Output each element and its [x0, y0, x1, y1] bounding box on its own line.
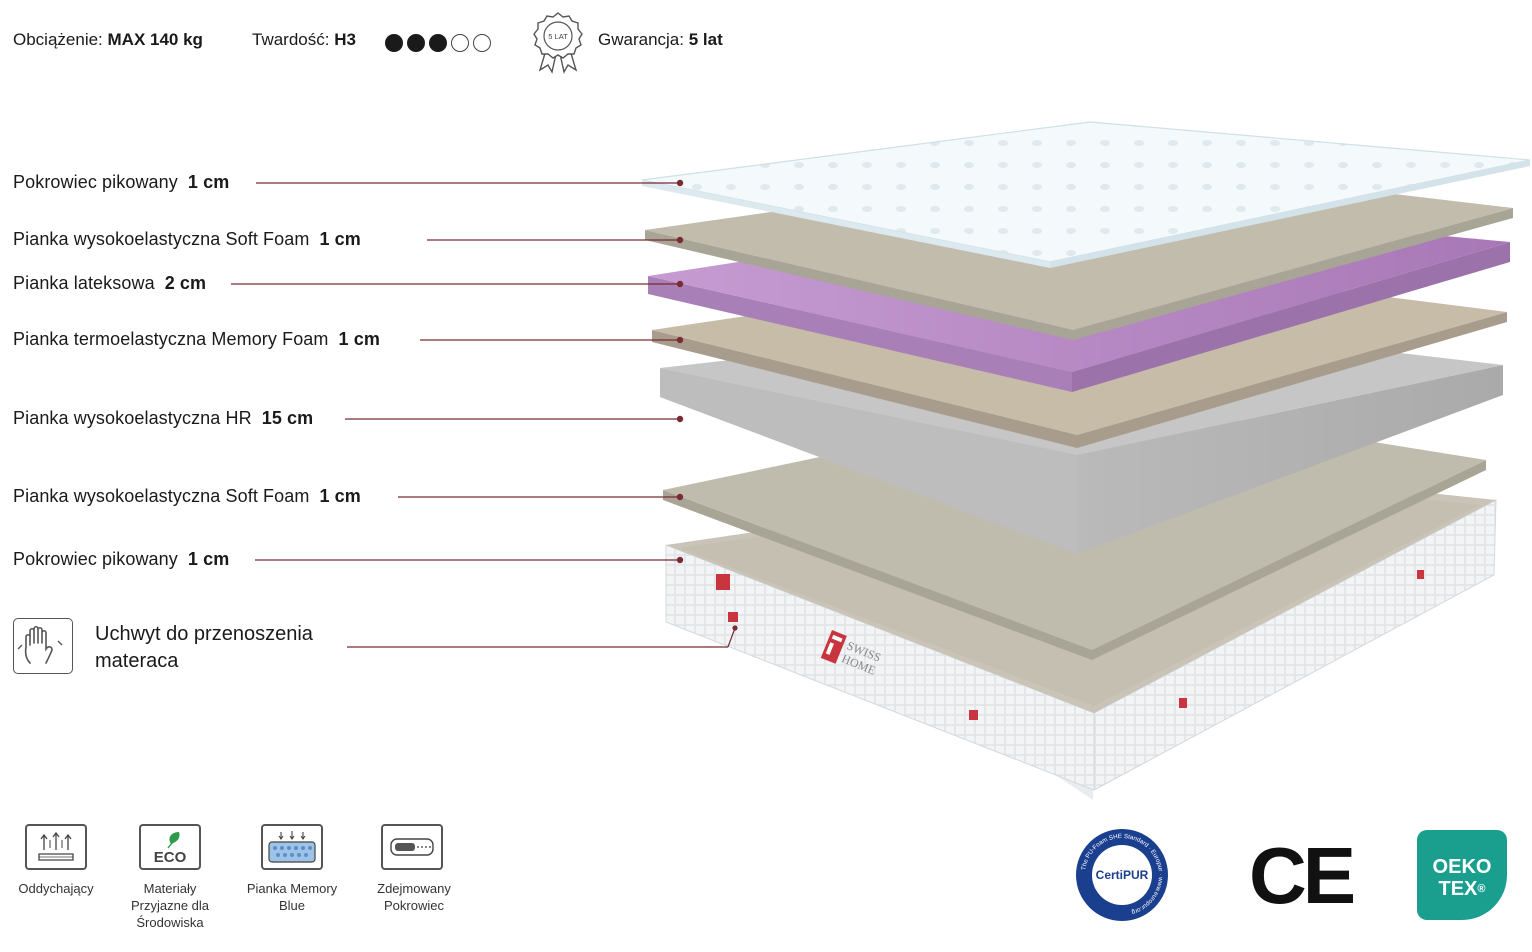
- firmness-dot: [429, 34, 447, 52]
- layer-label: Pokrowiec pikowany 1 cm: [13, 549, 229, 570]
- eco-icon: ECO: [139, 824, 201, 870]
- feature-label-breathable: Oddychający: [18, 881, 94, 896]
- certipur-logo: The PU-Foam SHE Standard · Europur · www…: [1075, 828, 1169, 922]
- load-label: Obciążenie:: [13, 30, 103, 49]
- oekotex-reg-mark: ®: [1477, 883, 1486, 895]
- layer-label: Pianka wysokoelastyczna Soft Foam 1 cm: [13, 486, 361, 507]
- hand-grip-icon: [13, 618, 73, 674]
- ce-mark: CE: [1249, 831, 1356, 920]
- firmness-spec: Twardość: H3: [252, 30, 356, 50]
- handle-line-2: materaca: [95, 650, 179, 672]
- firmness-label: Twardość:: [252, 30, 330, 49]
- feature-label-zipper: Zdejmowany Pokrowiec: [377, 881, 451, 913]
- layer-label: Pianka lateksowa 2 cm: [13, 273, 206, 294]
- firmness-dot: [451, 34, 469, 52]
- layer-name: Pianka wysokoelastyczna Soft Foam: [13, 229, 310, 249]
- warranty-value: 5 lat: [688, 30, 723, 49]
- layer-thickness: 1 cm: [319, 229, 361, 249]
- layer-thickness: 15 cm: [261, 408, 314, 428]
- layer-thickness: 2 cm: [164, 273, 207, 293]
- handle-line-1: Uchwyt do przenoszenia: [95, 623, 313, 645]
- leader-dot: [676, 179, 684, 187]
- leader-dot: [676, 415, 684, 423]
- memory-foam-icon: [261, 824, 323, 870]
- breathable-icon: [25, 824, 87, 870]
- zipper-icon: [381, 824, 443, 870]
- layer-name: Pianka wysokoelastyczna Soft Foam: [13, 486, 310, 506]
- layer-label: Pianka wysokoelastyczna Soft Foam 1 cm: [13, 229, 361, 250]
- firmness-dot: [473, 34, 491, 52]
- leader-dot: [676, 280, 684, 288]
- oekotex-line-1: OEKO: [1432, 856, 1492, 878]
- leader-dot: [676, 236, 684, 244]
- firmness-value: H3: [334, 30, 356, 49]
- layer-thickness: 1 cm: [187, 549, 230, 569]
- feature-label-memory: Pianka Memory Blue: [246, 881, 338, 913]
- layer-label: Pianka wysokoelastyczna HR 15 cm: [13, 408, 313, 429]
- load-spec: Obciążenie: MAX 140 kg: [13, 30, 203, 50]
- leader-dot: [676, 336, 684, 344]
- warranty-spec: Gwarancja: 5 lat: [598, 30, 723, 50]
- oekotex-logo: OEKO TEX®: [1417, 830, 1507, 920]
- layer-name: Pianka lateksowa: [13, 273, 155, 293]
- warranty-badge-text: 5 LAT: [548, 32, 568, 41]
- firmness-rating: [385, 34, 491, 52]
- warranty-label: Gwarancja:: [598, 30, 684, 49]
- layer-thickness: 1 cm: [338, 329, 380, 349]
- handle-caption: Uchwyt do przenoszenia materaca: [95, 621, 313, 675]
- leader-dot: [676, 556, 684, 564]
- feature-label-eco: Materiały Przyjazne dla Środowiska: [130, 881, 210, 930]
- oekotex-line-2: TEX: [1438, 878, 1478, 900]
- layer-thickness: 1 cm: [187, 172, 230, 192]
- layer-label: Pokrowiec pikowany 1 cm: [13, 172, 229, 193]
- layer-name: Pokrowiec pikowany: [13, 549, 178, 569]
- layer-name: Pokrowiec pikowany: [13, 172, 178, 192]
- leader-dot: [676, 493, 684, 501]
- layer-label: Pianka termoelastyczna Memory Foam 1 cm: [13, 329, 380, 350]
- load-value: MAX 140 kg: [107, 30, 203, 49]
- certipur-main-text: CertiPUR: [1096, 868, 1149, 882]
- firmness-dot: [385, 34, 403, 52]
- layer-name: Pianka termoelastyczna Memory Foam: [13, 329, 329, 349]
- firmness-dot: [407, 34, 425, 52]
- warranty-badge-icon: 5 LAT: [532, 10, 584, 74]
- layer-thickness: 1 cm: [319, 486, 361, 506]
- eco-icon-text: ECO: [154, 849, 187, 866]
- layer-name: Pianka wysokoelastyczna HR: [13, 408, 252, 428]
